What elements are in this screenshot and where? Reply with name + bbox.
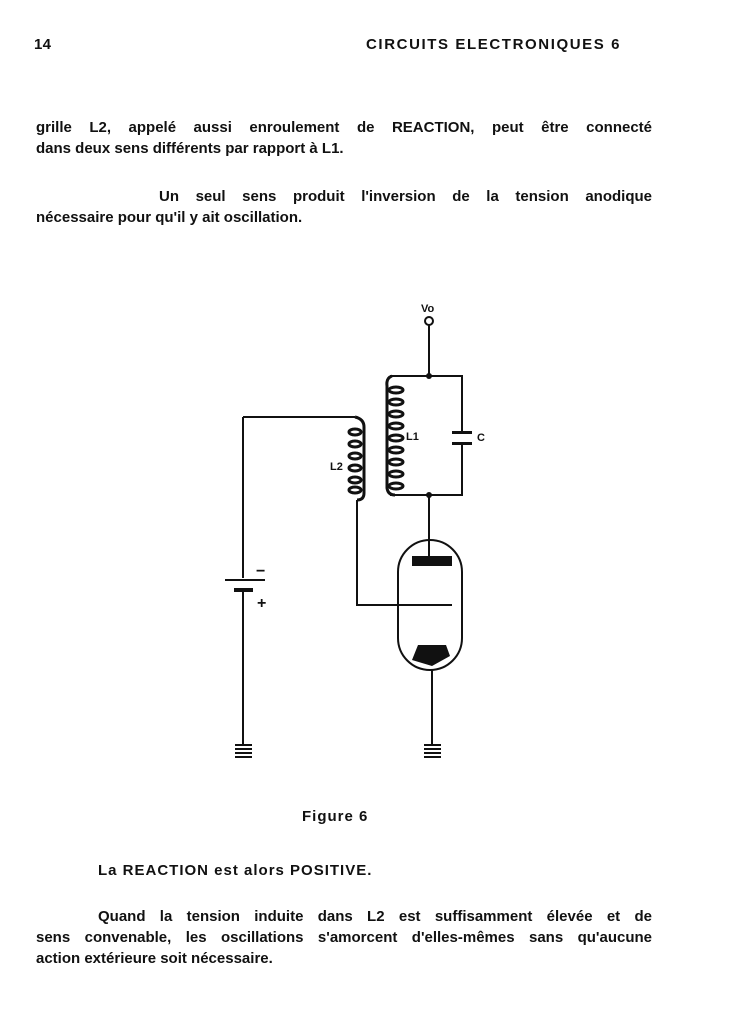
paragraph-2: Un seul sens produit l'inversion de la t… <box>36 186 652 228</box>
text-line: Un seul sens produit l'inversion de la t… <box>159 188 652 205</box>
text-line: grille L2, appelé aussi enroulement de R… <box>36 119 652 136</box>
svg-text:Vo: Vo <box>421 303 435 315</box>
ground-left <box>235 744 252 758</box>
inductor-l1: L1 <box>385 374 419 497</box>
statement: La REACTION est alors POSITIVE. <box>98 862 373 879</box>
ground-right <box>424 744 441 758</box>
text-line: dans deux sens différents par rapport à … <box>36 140 344 157</box>
page-number: 14 <box>34 36 52 53</box>
paragraph-3: Quand la tension induite dans L2 est suf… <box>36 906 652 969</box>
battery: − + <box>225 563 266 612</box>
figure-caption: Figure 6 <box>302 808 369 825</box>
capacitor-c: C <box>452 431 485 445</box>
text-line: sens convenable, les oscillations s'amor… <box>36 929 652 946</box>
svg-text:+: + <box>257 595 266 612</box>
text-line: nécessaire pour qu'il y ait oscillation. <box>36 209 303 226</box>
running-title: CIRCUITS ELECTRONIQUES 6 <box>366 36 622 53</box>
vo-terminal: Vo <box>421 303 435 376</box>
vacuum-tube-triode <box>397 539 463 671</box>
inductor-l2: L2 <box>330 415 366 502</box>
svg-text:C: C <box>477 432 485 444</box>
text-line: Quand la tension induite dans L2 est suf… <box>98 908 652 925</box>
svg-text:−: − <box>256 563 265 580</box>
text-line: action extérieure soit nécessaire. <box>36 950 273 967</box>
paragraph-1: grille L2, appelé aussi enroulement de R… <box>36 117 652 159</box>
svg-text:L2: L2 <box>330 461 343 473</box>
wires <box>242 375 463 745</box>
svg-text:L1: L1 <box>406 431 419 443</box>
